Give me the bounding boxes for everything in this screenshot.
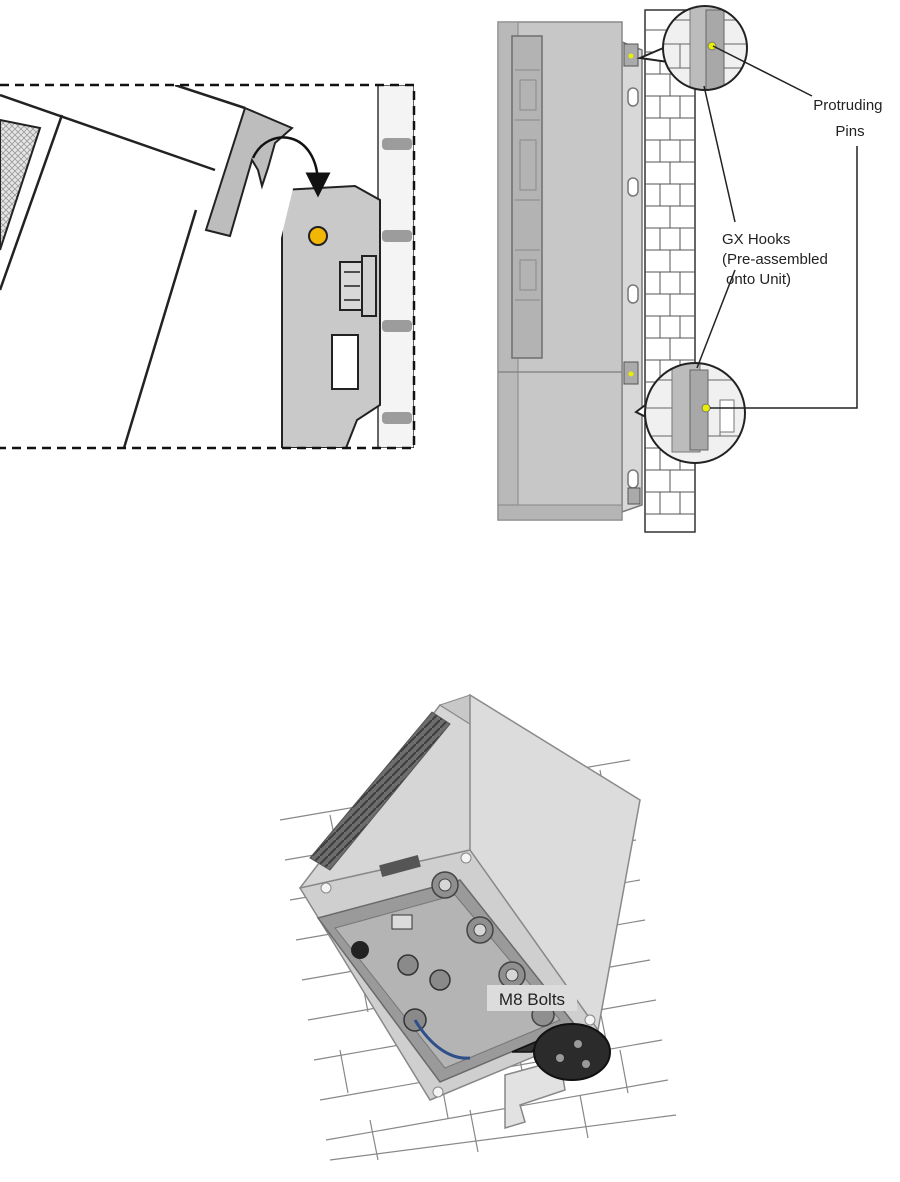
pin-icon [702, 404, 710, 412]
cable-gland [351, 941, 369, 959]
side-view: Protruding Pins GX Hooks (Pre-assembled … [498, 0, 887, 532]
wall-stud [382, 230, 412, 242]
protruding-pins-label: Protruding Pins [813, 97, 886, 140]
wall-stud [382, 412, 412, 424]
gx-hooks-label: GX Hooks (Pre-assembled onto Unit) [722, 231, 832, 288]
pin-icon [708, 42, 716, 50]
perspective-view: M8 Bolts [280, 695, 680, 1165]
m8-bolts-label: M8 Bolts [499, 990, 565, 1009]
side-panel [512, 36, 542, 358]
mounting-rail [622, 42, 642, 512]
pin-icon [309, 227, 327, 245]
bracket-slot [332, 335, 358, 389]
hook-detail-view [0, 85, 414, 448]
wall-stud [382, 138, 412, 150]
wall-stud [382, 320, 412, 332]
